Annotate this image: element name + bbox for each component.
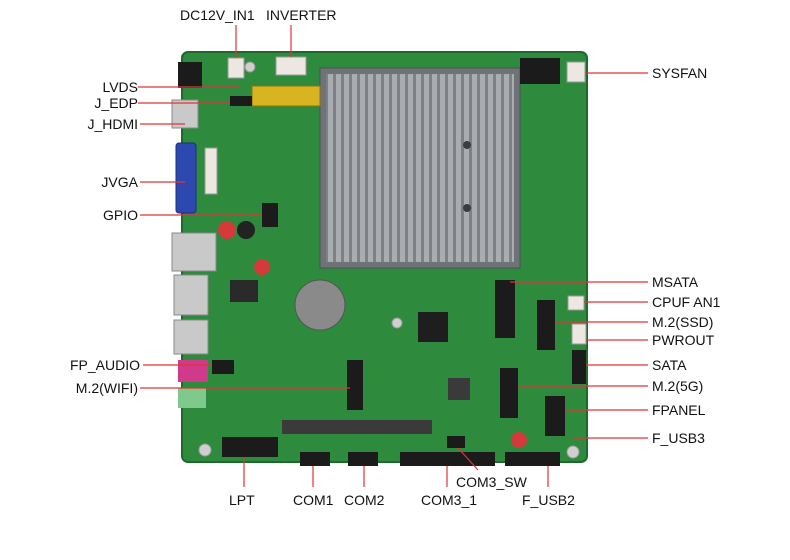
- capacitor: [511, 432, 527, 448]
- label-dc12v-in1: DC12V_IN1: [180, 7, 255, 23]
- label-m2-5g: M.2(5G): [652, 378, 704, 394]
- m2-wifi-slot: [347, 360, 363, 410]
- label-lpt: LPT: [229, 492, 255, 508]
- capacitor: [254, 259, 270, 275]
- label-cpuf-an1: CPUF AN1: [652, 294, 721, 310]
- label-j-edp: J_EDP: [94, 95, 138, 111]
- label-m2-ssd: M.2(SSD): [652, 314, 714, 330]
- com3-header: [400, 452, 495, 466]
- leader-lines: [138, 25, 648, 487]
- msata-slot: [495, 280, 515, 338]
- label-jvga: JVGA: [101, 174, 138, 190]
- hdmi-port: [171, 99, 199, 129]
- usb-port: [171, 232, 217, 272]
- cmos-battery: [294, 279, 346, 331]
- inverter-connector: [275, 56, 307, 76]
- com1-header: [300, 452, 330, 466]
- com2-header: [348, 452, 378, 466]
- label-pwrout: PWROUT: [652, 332, 715, 348]
- sata-connector: [572, 350, 586, 384]
- label-gpio: GPIO: [102, 207, 138, 223]
- label-inverter: INVERTER: [266, 7, 337, 23]
- label-m2-wifi: M.2(WIFI): [75, 380, 138, 396]
- label-f-usb2: F_USB2: [522, 492, 575, 508]
- label-sysfan: SYSFAN: [652, 65, 708, 81]
- label-lvds: LVDS: [102, 79, 138, 95]
- gpio-header: [262, 203, 278, 227]
- label-com3-1: COM3_1: [421, 492, 478, 508]
- fpanel-header: [545, 396, 565, 436]
- fp-audio-header: [212, 360, 234, 374]
- fusb2-header: [505, 452, 560, 466]
- label-msata: MSATA: [652, 274, 699, 290]
- label-com1: COM1: [293, 492, 334, 508]
- chip: [230, 280, 258, 302]
- dc12v-connector: [227, 57, 245, 79]
- chip: [448, 378, 470, 400]
- label-com2: COM2: [344, 492, 385, 508]
- edp-connector: [230, 96, 252, 106]
- cpufan-connector: [567, 295, 585, 311]
- vga-port: [175, 142, 197, 214]
- label-fpanel: FPANEL: [652, 402, 706, 418]
- label-fp-audio: FP_AUDIO: [69, 357, 140, 373]
- audio-jack-pink: [178, 360, 208, 382]
- label-f-usb3: F_USB3: [652, 430, 705, 446]
- m2-5g-slot: [500, 368, 518, 418]
- vga-header: [204, 147, 218, 195]
- com-chip-row: [282, 420, 432, 434]
- sysfan-white-connector: [566, 61, 586, 83]
- m2-ssd-slot: [537, 300, 555, 350]
- dc-jack: [178, 62, 202, 88]
- label-j-hdmi: J_HDMI: [87, 116, 138, 132]
- pwrout-connector: [571, 323, 587, 345]
- com3-sw-header: [447, 436, 465, 448]
- heatsink: [319, 67, 521, 269]
- lvds-header: [251, 85, 321, 107]
- inductor: [237, 221, 255, 239]
- label-sata: SATA: [652, 357, 687, 373]
- lpt-header: [222, 437, 278, 457]
- lan-port-1: [173, 274, 209, 316]
- capacitor: [218, 221, 236, 239]
- audio-jack-green: [178, 388, 206, 408]
- chip: [418, 312, 448, 342]
- sysfan-header: [520, 58, 560, 84]
- label-com3-sw: COM3_SW: [456, 474, 527, 490]
- lan-port-2: [173, 319, 209, 355]
